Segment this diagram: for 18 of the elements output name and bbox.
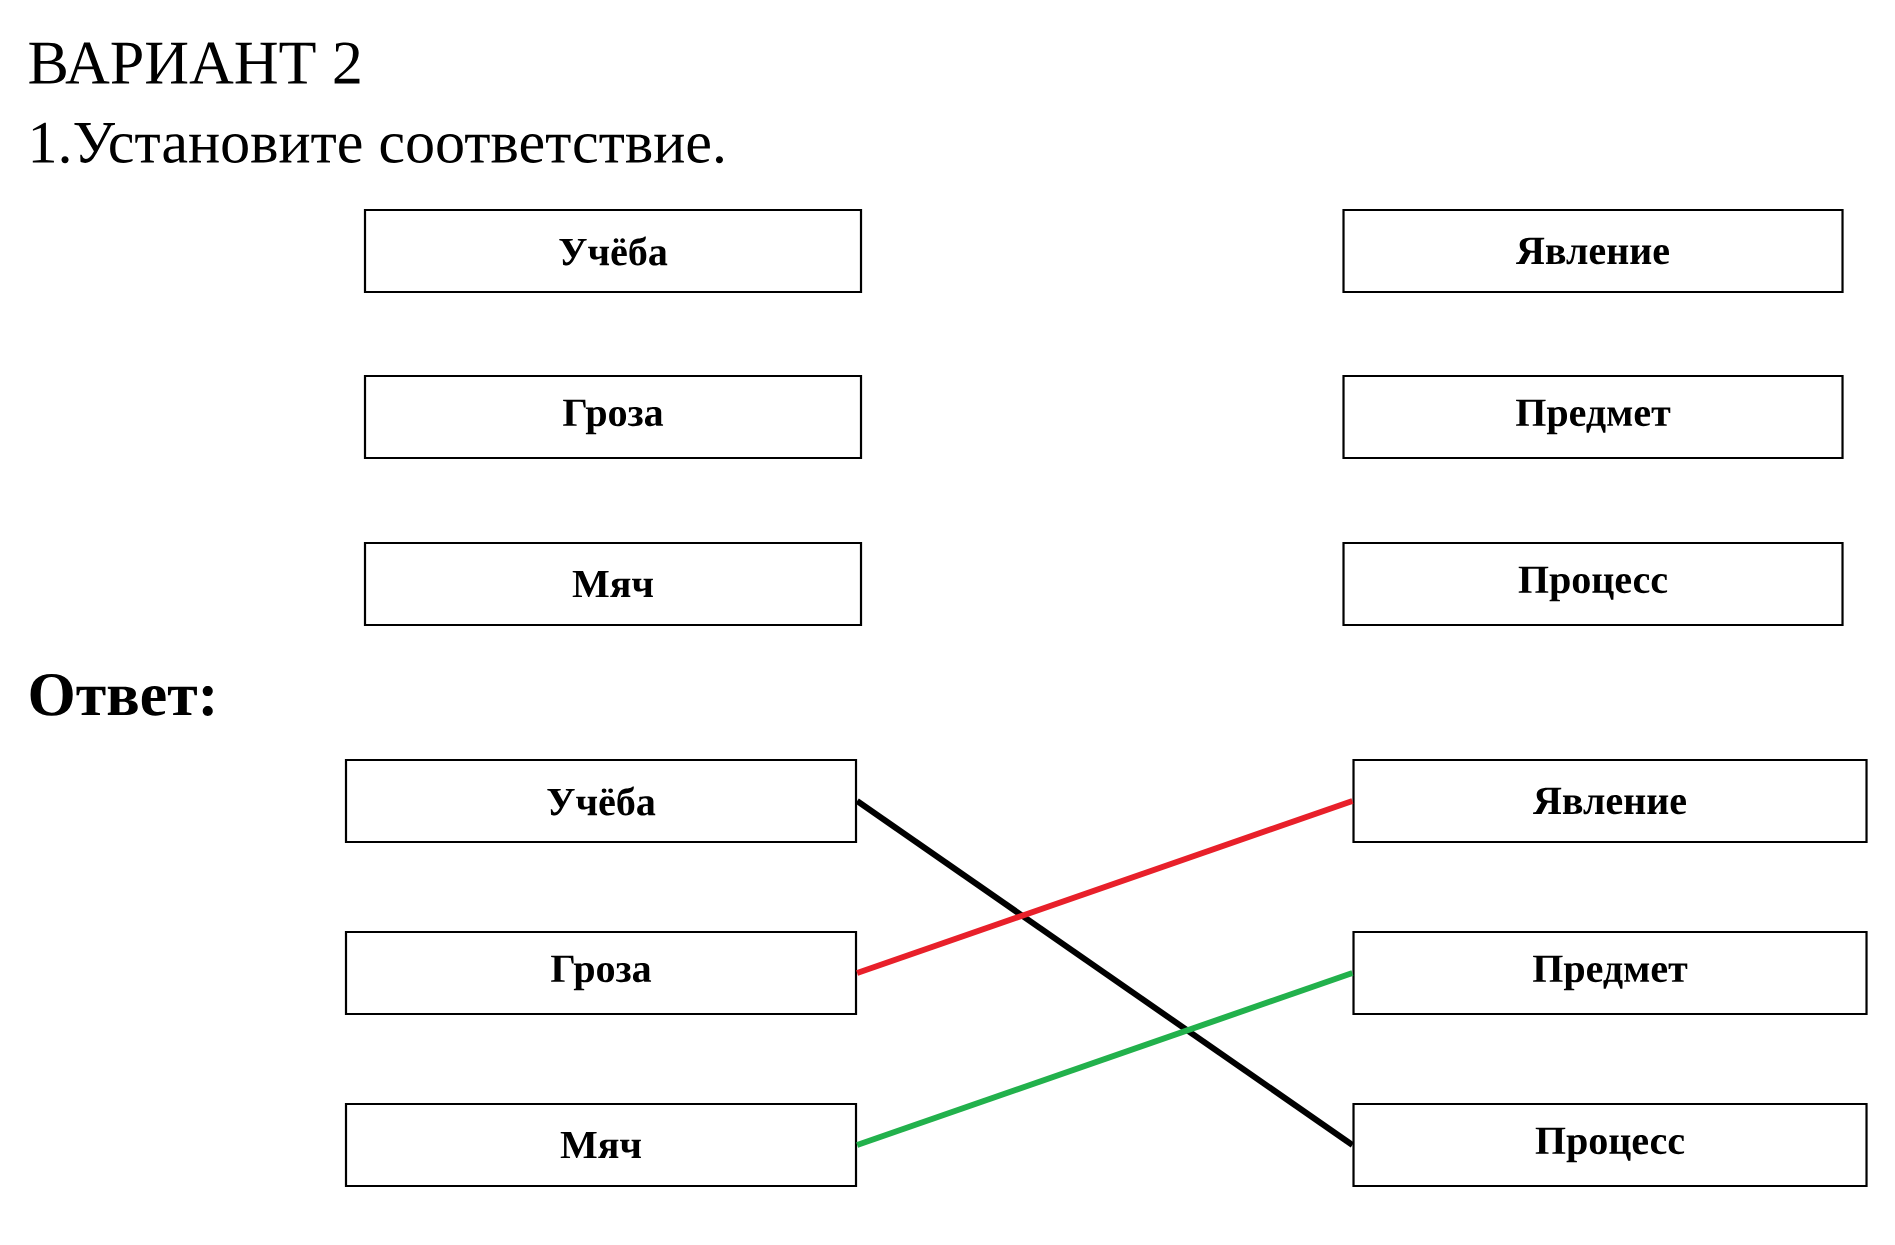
answer-box: Явление xyxy=(1342,208,1844,294)
answer-box: Учёба xyxy=(344,758,858,844)
answer-box: Процесс xyxy=(1342,541,1844,627)
answer-box: Процесс xyxy=(1352,1102,1868,1188)
matching-line xyxy=(856,970,1354,1148)
task-text: 1.Установите соответствие. xyxy=(32,122,723,164)
matching-line xyxy=(856,798,1354,976)
answer-box: Явление xyxy=(1352,758,1868,844)
answer-box: Гроза xyxy=(363,374,863,460)
answer-box: Гроза xyxy=(344,930,858,1016)
title: ВАРИАНТ 2 xyxy=(29,42,360,84)
answer-box: Учёба xyxy=(363,208,863,294)
answer-box: Мяч xyxy=(344,1102,858,1188)
answer-box: Предмет xyxy=(1352,930,1868,1016)
answer-box: Предмет xyxy=(1342,374,1844,460)
answer-heading: Ответ: xyxy=(30,674,213,716)
matching-line xyxy=(855,798,1355,1148)
answer-box: Мяч xyxy=(363,541,863,627)
